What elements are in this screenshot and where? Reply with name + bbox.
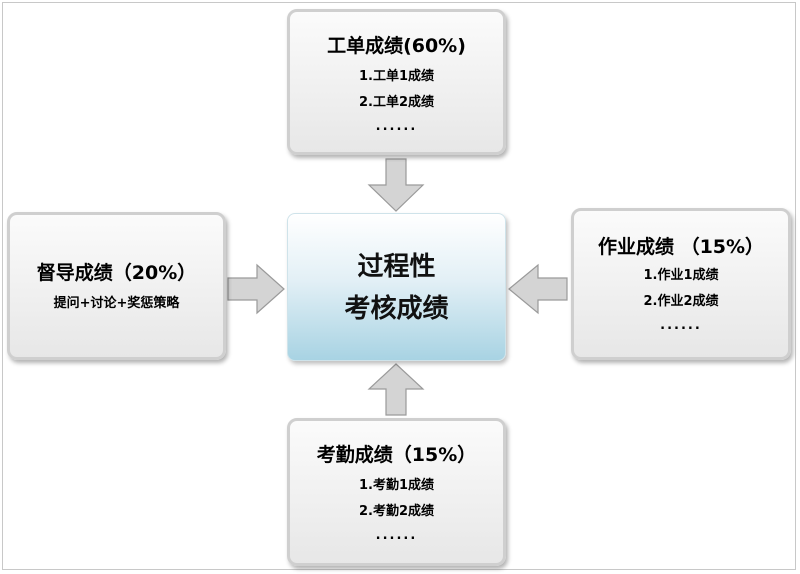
node-supervision-score: 督导成绩（20%） 提问+讨论+奖惩策略 xyxy=(7,212,226,360)
center-title-line1: 过程性 xyxy=(357,252,436,282)
node-item: 2.作业2成绩 xyxy=(643,294,719,309)
arrow-right-to-center xyxy=(508,263,568,315)
node-item: 2.工单2成绩 xyxy=(358,95,435,110)
node-item: 1.作业1成绩 xyxy=(643,268,719,283)
node-ellipsis: ...... xyxy=(660,318,702,333)
arrow-bottom-to-center xyxy=(367,363,425,416)
node-title: 工单成绩(60%) xyxy=(327,35,466,57)
arrow-left-to-center xyxy=(227,263,285,315)
node-ellipsis: ...... xyxy=(375,119,418,134)
center-title-line2: 考核成绩 xyxy=(344,294,449,324)
node-item: 1.考勤1成绩 xyxy=(358,478,435,493)
node-item: 提问+讨论+奖惩策略 xyxy=(53,296,180,311)
node-item: 2.考勤2成绩 xyxy=(358,504,435,519)
node-title: 考勤成绩（15%） xyxy=(316,444,477,466)
node-ellipsis: ...... xyxy=(375,528,418,543)
arrow-top-to-center xyxy=(367,158,425,212)
node-homework-score: 作业成绩 （15%） 1.作业1成绩 2.作业2成绩 ...... xyxy=(571,208,791,360)
node-process-assessment: 过程性 考核成绩 xyxy=(287,213,506,361)
node-title: 督导成绩（20%） xyxy=(36,262,197,284)
node-title: 作业成绩 （15%） xyxy=(597,236,765,258)
node-work-order-score: 工单成绩(60%) 1.工单1成绩 2.工单2成绩 ...... xyxy=(287,9,506,155)
node-item: 1.工单1成绩 xyxy=(358,69,435,84)
node-attendance-score: 考勤成绩（15%） 1.考勤1成绩 2.考勤2成绩 ...... xyxy=(287,418,506,566)
